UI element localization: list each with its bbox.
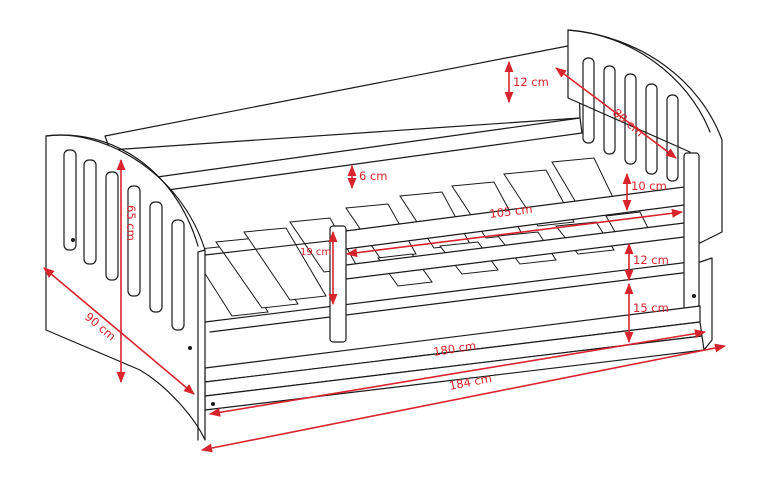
label-slat-gap: 6 cm	[359, 169, 388, 183]
dim-80-line	[555, 67, 677, 159]
label-mattress-length: 180 cm	[432, 338, 477, 359]
label-guard-length: 105 cm	[489, 202, 534, 221]
dimension-lines	[43, 60, 727, 453]
back-rail	[104, 43, 583, 193]
dim-105-line	[345, 208, 684, 258]
label-height: 65 cm	[124, 205, 138, 241]
label-guard-height: 19 cm	[300, 247, 331, 258]
label-top-board-height: 10 cm	[631, 179, 667, 193]
label-drawer-height: 15 cm	[633, 301, 669, 315]
label-mattress-height: 12 cm	[633, 253, 669, 267]
label-back-rail-height: 12 cm	[513, 75, 549, 89]
dim-180-line	[208, 329, 707, 417]
